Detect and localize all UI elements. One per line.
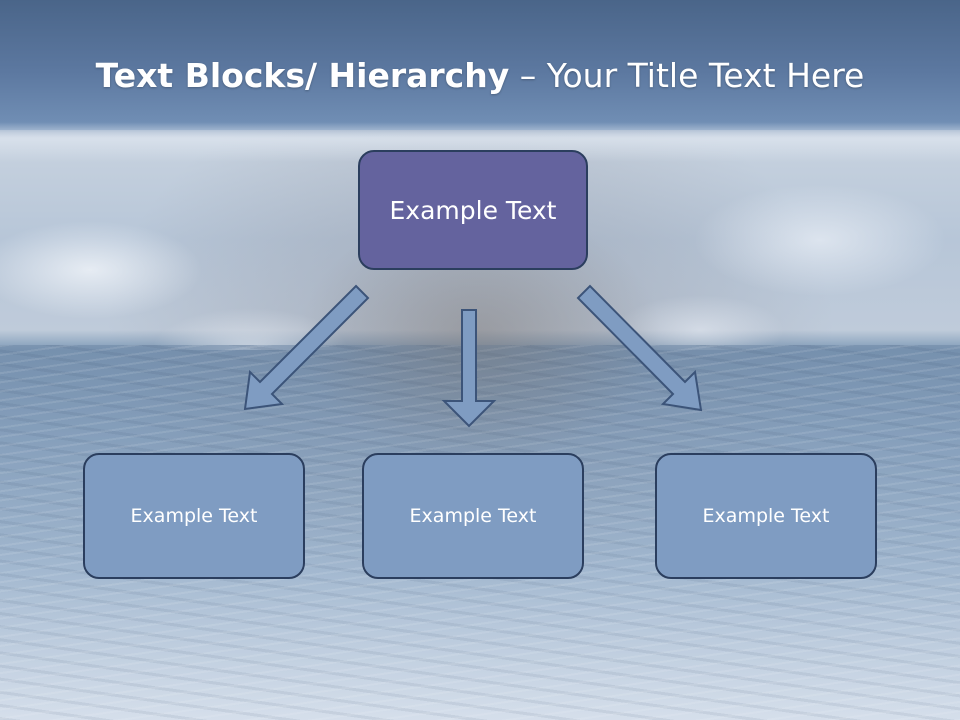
child-node-label: Example Text [702,505,830,527]
slide-title: Text Blocks/ Hierarchy – Your Title Text… [0,54,960,98]
child-node-right: Example Text [655,453,877,579]
arrow-to-right-node [576,284,703,412]
child-node-middle: Example Text [362,453,584,579]
arrow-to-middle-node [441,309,497,428]
arrow-to-left-node [243,284,370,411]
title-regular-part: – Your Title Text Here [509,56,865,95]
header-band [0,0,960,130]
child-node-label: Example Text [130,505,258,527]
child-node-left: Example Text [83,453,305,579]
top-node-label: Example Text [389,195,557,225]
top-node: Example Text [358,150,588,270]
title-bold-part: Text Blocks/ Hierarchy [95,56,510,95]
child-node-label: Example Text [409,505,537,527]
